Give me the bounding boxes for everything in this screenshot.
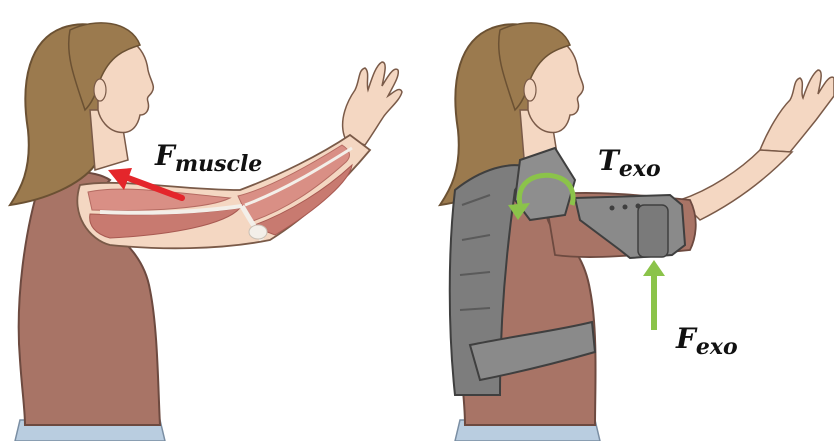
right-hand: [760, 70, 834, 152]
right-figure: Texo Fexo: [440, 23, 834, 441]
label-muscle-force-sub: muscle: [175, 151, 262, 177]
left-ear: [94, 79, 106, 101]
label-muscle-force-main: F: [154, 139, 177, 172]
left-figure: Fmuscle: [10, 23, 402, 441]
exo-cuff-strap: [638, 205, 668, 257]
label-exo-torque-sub: exo: [619, 156, 661, 182]
label-exo-force: Fexo: [675, 322, 738, 360]
label-exo-force-sub: exo: [696, 334, 738, 360]
green-force-up-arrow: [643, 260, 665, 330]
right-ear: [524, 79, 536, 101]
left-hand: [343, 62, 402, 145]
label-exo-force-main: F: [675, 322, 698, 355]
right-forearm: [680, 150, 792, 220]
label-exo-torque: Texo: [598, 144, 661, 182]
label-muscle-force: Fmuscle: [154, 139, 262, 177]
label-exo-torque-main: T: [598, 144, 621, 177]
